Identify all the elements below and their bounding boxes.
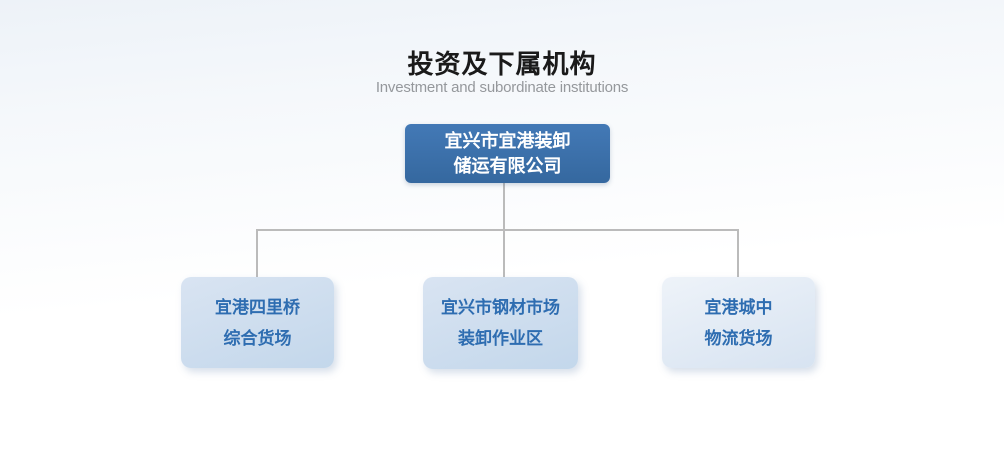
connector-right-drop bbox=[737, 229, 739, 277]
org-node-label-line: 储运有限公司 bbox=[453, 155, 562, 176]
connector-horizontal bbox=[256, 229, 739, 231]
org-node-parent-company: 宜兴市宜港装卸 储运有限公司 bbox=[405, 124, 610, 183]
org-node-label-line: 装卸作业区 bbox=[458, 329, 543, 348]
org-node-label-line: 物流货场 bbox=[704, 328, 773, 348]
page-subtitle: Investment and subordinate institutions bbox=[375, 79, 629, 96]
org-node-subsidiary-1: 宜港四里桥 综合货场 bbox=[181, 277, 334, 368]
org-node-label-line: 宜港城中 bbox=[704, 297, 773, 317]
org-node-label-line: 宜兴市宜港装卸 bbox=[444, 130, 571, 151]
org-node-label-line: 宜兴市钢材市场 bbox=[441, 298, 560, 317]
connector-left-drop bbox=[256, 229, 258, 277]
org-node-label-line: 综合货场 bbox=[223, 328, 292, 348]
page-title: 投资及下属机构 bbox=[407, 49, 597, 79]
org-node-label-line: 宜港四里桥 bbox=[215, 297, 300, 317]
org-node-subsidiary-2: 宜兴市钢材市场 装卸作业区 bbox=[423, 277, 578, 369]
org-node-subsidiary-3: 宜港城中 物流货场 bbox=[662, 277, 815, 368]
